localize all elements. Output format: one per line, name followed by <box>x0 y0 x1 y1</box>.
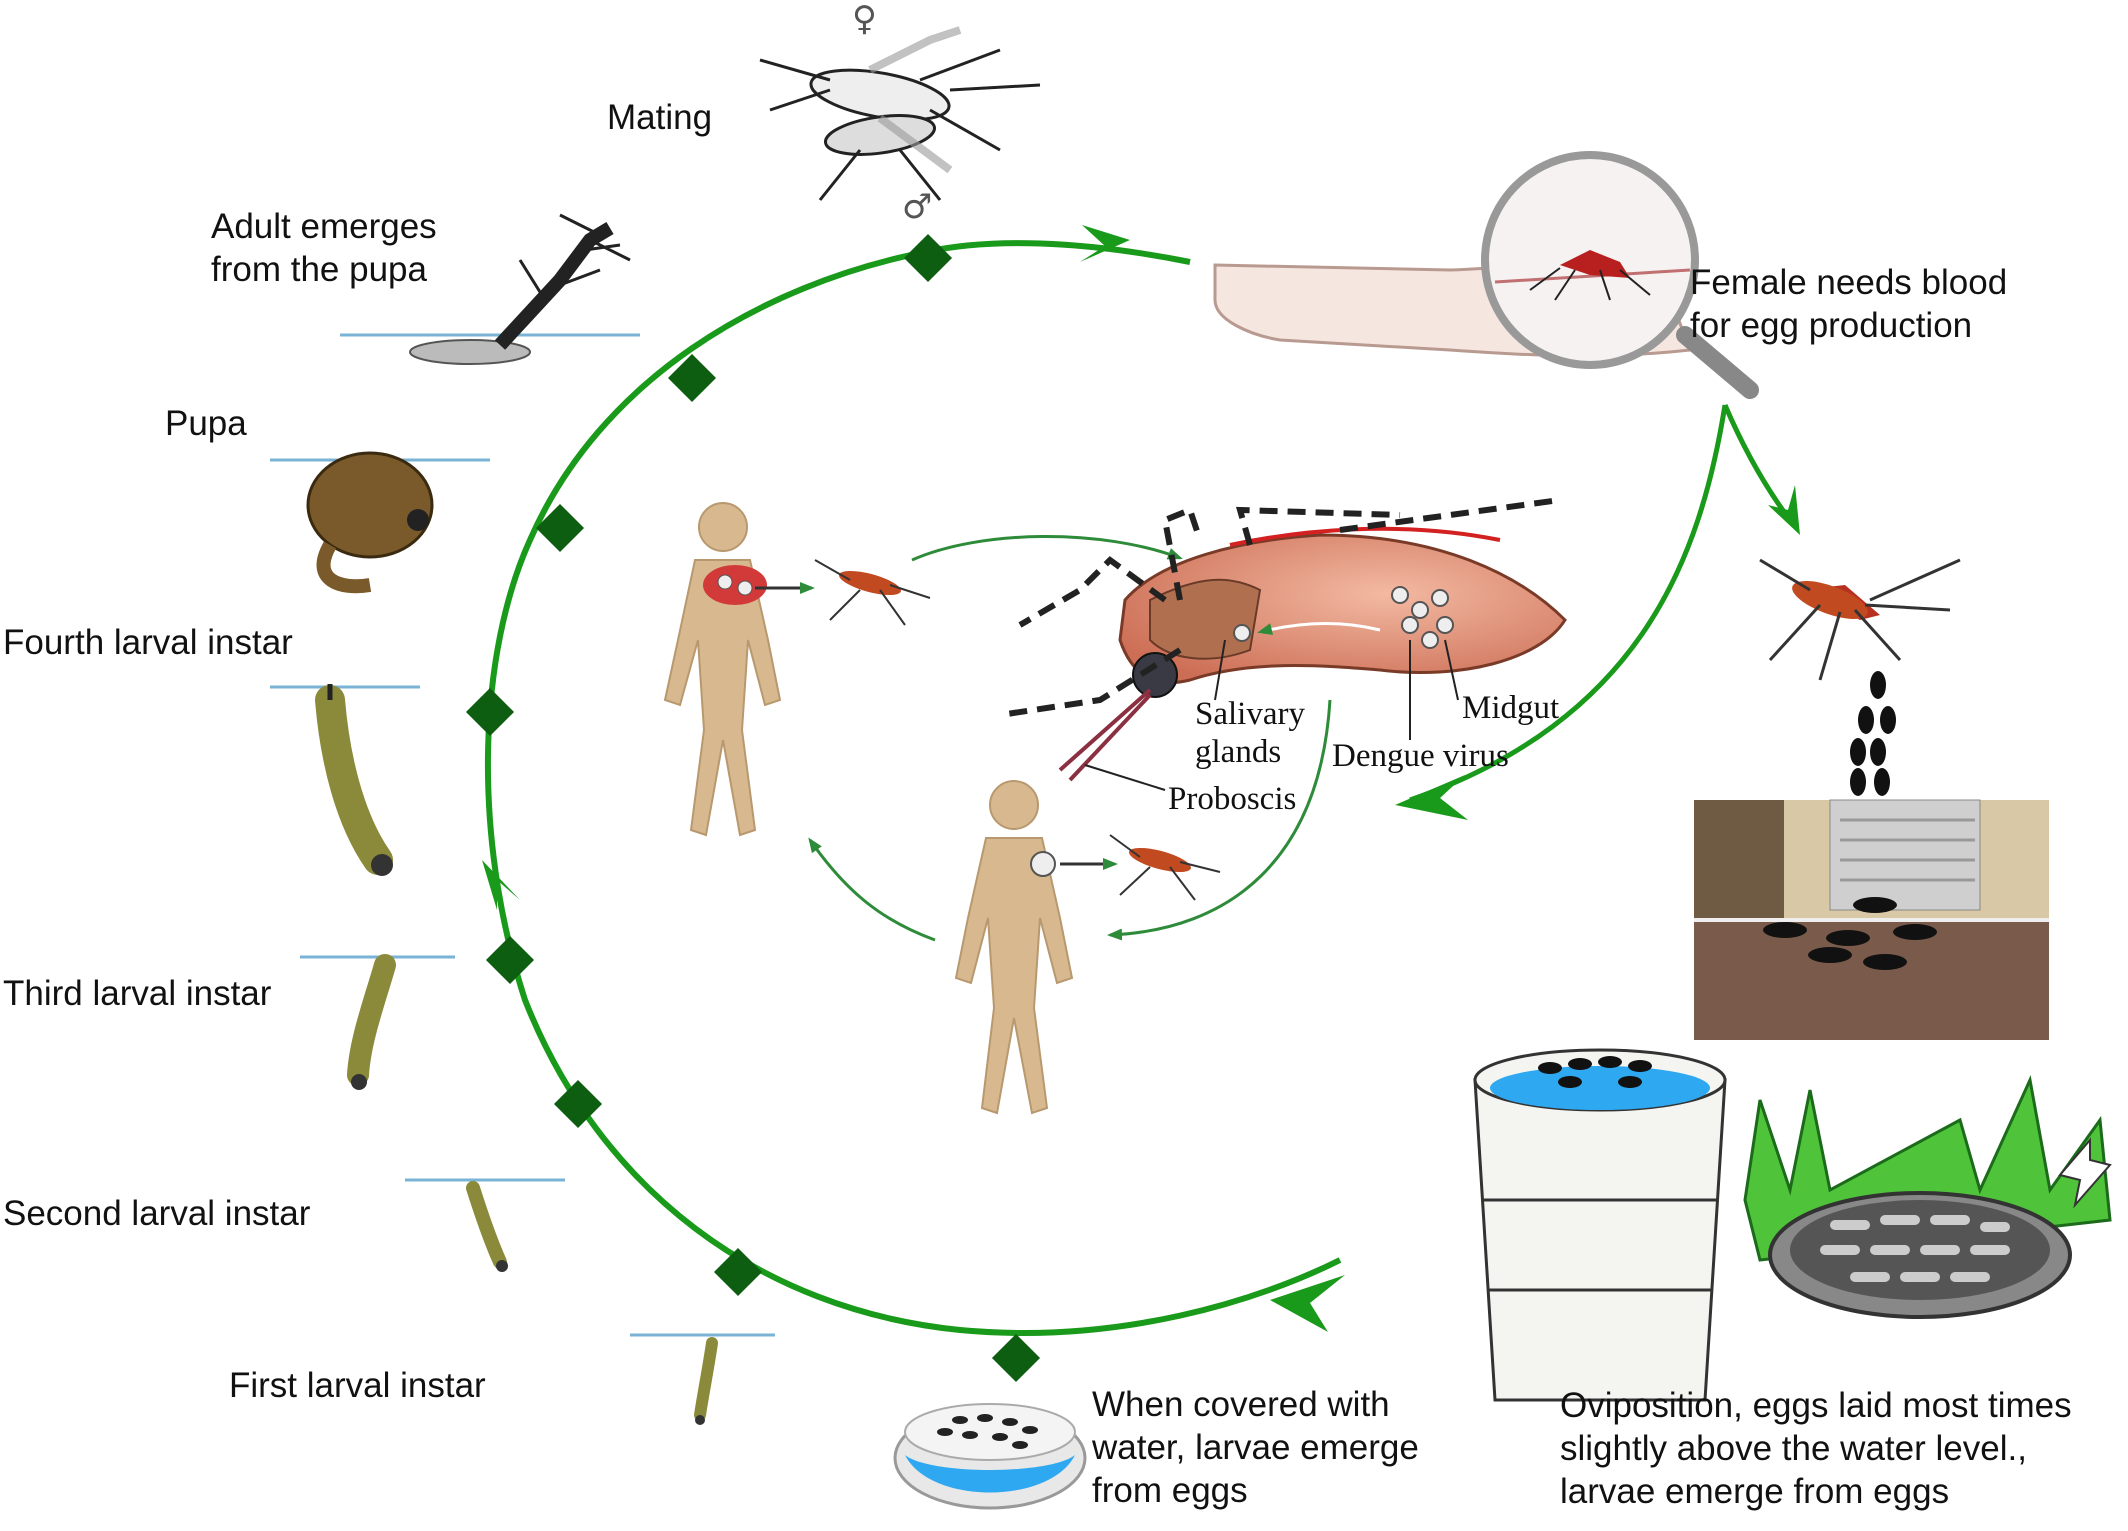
adult-emerging-illustration <box>340 213 640 365</box>
female-symbol: ♀ <box>852 0 877 39</box>
infected-cells-upper <box>703 565 767 605</box>
mosquito-anatomy-illustration <box>999 497 1567 791</box>
transmission-arrows <box>808 534 1332 942</box>
arrowhead-to-center <box>1395 775 1468 820</box>
mating-mosquitoes-illustration <box>759 26 1041 201</box>
human-figure-upper <box>663 502 782 837</box>
virus-cell-lower <box>1030 851 1056 877</box>
label-larvae-emerge-line3: from eggs <box>1092 1471 1248 1510</box>
label-larvae-emerge-line2: water, larvae emerge <box>1092 1428 1419 1467</box>
label-fourth-instar: Fourth larval instar <box>3 623 293 662</box>
small-mosquito-lower <box>1109 834 1221 901</box>
label-oviposition-line1: Oviposition, eggs laid most times <box>1560 1386 2072 1425</box>
falling-eggs <box>1850 671 1896 796</box>
label-pupa: Pupa <box>165 404 247 443</box>
egg-laying-mosquito-illustration <box>1759 558 1961 681</box>
label-adult-emerges: Adult emerges from the pupa <box>211 205 437 291</box>
label-adult-emerges-line2: from the pupa <box>211 250 427 289</box>
blood-feeding-illustration <box>1213 151 1759 399</box>
label-third-instar: Third larval instar <box>3 974 272 1013</box>
label-adult-emerges-line1: Adult emerges <box>211 207 437 246</box>
label-proboscis: Proboscis <box>1168 781 1297 817</box>
fourth-instar-larva-illustration <box>270 684 420 876</box>
label-larvae-emerge: When covered with water, larvae emerge f… <box>1092 1383 1419 1512</box>
cycle-arrowhead-bottom <box>1270 1275 1345 1332</box>
label-female-blood-line1: Female needs blood <box>1690 263 2008 302</box>
label-oviposition-line2: slightly above the water level., <box>1560 1429 2027 1468</box>
male-symbol: ♂ <box>902 187 933 227</box>
label-oviposition: Oviposition, eggs laid most times slight… <box>1560 1384 2072 1513</box>
label-dengue-virus: Dengue virus <box>1332 738 1509 774</box>
label-first-instar: First larval instar <box>229 1366 486 1405</box>
label-female-blood: Female needs blood for egg production <box>1690 261 2007 347</box>
label-larvae-emerge-line1: When covered with <box>1092 1385 1390 1424</box>
first-instar-larva-illustration <box>630 1333 775 1425</box>
pupa-illustration <box>270 451 490 594</box>
oviposition-arrows <box>1409 404 1793 803</box>
cycle-arrowhead-top <box>1080 225 1130 262</box>
small-mosquito-upper <box>814 559 931 626</box>
drain-illustration <box>1743 1075 2112 1319</box>
second-instar-larva-illustration <box>405 1178 565 1272</box>
label-salivary-glands: Salivary glands <box>1195 695 1305 771</box>
water-dish-illustration <box>893 1403 1087 1510</box>
arrowhead-to-mosquito <box>1768 485 1800 535</box>
label-oviposition-line3: larvae emerge from eggs <box>1560 1472 1950 1511</box>
label-female-blood-line2: for egg production <box>1690 306 1973 345</box>
human-figure-lower <box>954 780 1074 1115</box>
third-instar-larva-illustration <box>300 954 455 1090</box>
cycle-arrowhead-left <box>482 860 520 910</box>
floor-eggs-panel <box>1694 799 2049 1040</box>
label-mating: Mating <box>607 98 713 137</box>
bucket-illustration <box>1473 1048 1727 1402</box>
label-salivary-line2: glands <box>1195 734 1282 770</box>
label-salivary-line1: Salivary <box>1195 696 1305 732</box>
label-second-instar: Second larval instar <box>3 1194 311 1233</box>
label-midgut: Midgut <box>1462 690 1560 726</box>
